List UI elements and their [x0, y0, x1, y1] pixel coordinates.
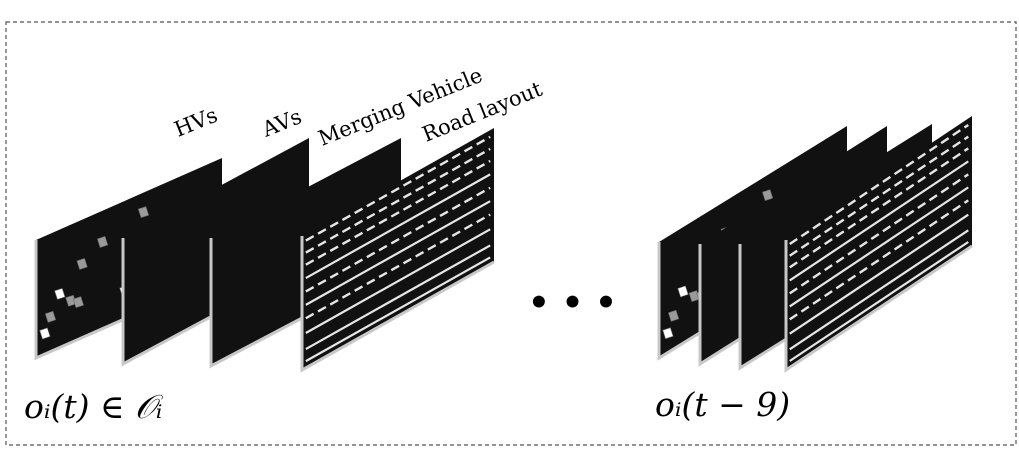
vehicle-marker — [54, 287, 66, 300]
label-hvs: HVs — [171, 103, 221, 142]
vehicle-marker — [677, 285, 689, 298]
vehicle-marker — [72, 296, 84, 309]
lane-line — [305, 159, 491, 266]
vehicle-marker — [137, 206, 150, 218]
vehicle-marker — [97, 236, 109, 248]
lane-line — [305, 135, 491, 242]
current-observation-stack — [34, 128, 495, 373]
frame-road-past — [784, 116, 973, 373]
frame-road-edge — [300, 236, 495, 373]
lane-line — [789, 160, 969, 282]
vehicle-marker — [44, 310, 57, 323]
lane-line — [305, 228, 491, 334]
lane-line — [789, 213, 969, 335]
past-observation-stack — [657, 116, 973, 373]
lane-line — [305, 147, 491, 254]
caption-current-observation: oᵢ(t) ∈ 𝒪ᵢ — [24, 387, 164, 426]
lane-line — [789, 173, 969, 295]
lane-line — [789, 135, 969, 257]
frame-road — [300, 128, 495, 373]
label-avs: AVs — [258, 104, 305, 142]
lane-line — [305, 256, 491, 363]
vehicle-marker — [762, 189, 774, 202]
vehicle-marker — [39, 327, 51, 340]
lane-line — [789, 123, 969, 246]
dashed-border — [5, 21, 1017, 446]
lane-line — [789, 186, 969, 308]
lane-line — [305, 200, 491, 306]
lane-line — [305, 173, 491, 280]
vehicle-marker — [76, 258, 88, 270]
lane-line — [305, 244, 491, 351]
lane-line — [789, 147, 969, 269]
caption-past-observation: oᵢ(t − 9) — [655, 385, 790, 424]
ellipsis-dots: • • • — [528, 283, 617, 323]
vehicle-marker — [662, 327, 674, 340]
frame-road-past-edge — [784, 240, 973, 373]
lane-line — [789, 199, 969, 321]
lane-line — [789, 229, 969, 351]
lane-line — [789, 241, 969, 362]
lane-line — [305, 213, 491, 320]
vehicle-marker — [668, 309, 680, 322]
lane-line — [305, 186, 491, 293]
frame-road-background — [302, 128, 494, 370]
